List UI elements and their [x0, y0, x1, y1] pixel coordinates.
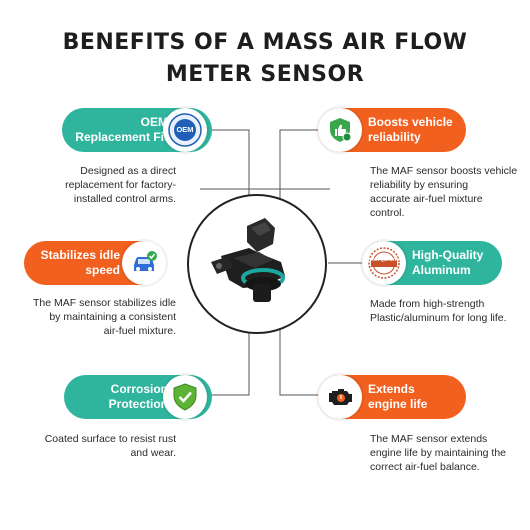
page-title-line2: METER SENSOR [165, 62, 365, 87]
high-quality-stamp-icon: HIGH QUALITY [362, 241, 406, 285]
page-title-line1: BENEFITS OF A MASS AIR FLOW [62, 30, 468, 55]
benefit-engine-label-line2: engine life [368, 397, 428, 411]
desc-line: The MAF sensor extends [370, 433, 488, 445]
benefit-idle-desc: The MAF sensor stabilizes idle by mainta… [20, 296, 176, 338]
desc-line: replacement for factory- [65, 179, 176, 191]
benefit-oem-label-line1: OEM [140, 115, 168, 129]
benefit-idle-label-line1: Stabilizes idle [40, 248, 120, 262]
desc-line: air-fuel mixture. [103, 325, 176, 337]
oem-badge-icon: OEM [163, 108, 207, 152]
benefit-reliability-label-line1: Boosts vehicle [368, 115, 453, 129]
desc-line: The MAF sensor boosts vehicle [370, 165, 518, 177]
shield-check-icon [163, 375, 207, 419]
benefit-corrosion-label-line1: Corrosion [110, 382, 168, 396]
oem-badge-text: OEM [176, 125, 194, 134]
desc-line: Plastic/aluminum for long life. [370, 312, 507, 324]
maf-sensor-image [211, 218, 285, 302]
benefit-corrosion-label-line2: Protection [108, 397, 168, 411]
benefit-engine-label-line1: Extends [368, 382, 415, 396]
desc-line: and wear. [130, 447, 176, 459]
desc-line: Coated surface to resist rust [44, 433, 176, 445]
benefit-engine-desc: The MAF sensor extends engine life by ma… [370, 432, 526, 474]
connector-reliability [279, 129, 324, 205]
benefit-aluminum-label-line2: Aluminum [412, 263, 471, 277]
desc-line: engine life by maintaining the [370, 447, 507, 459]
benefit-corrosion-desc: Coated surface to resist rust and wear. [20, 432, 176, 460]
desc-line: The MAF sensor stabilizes idle [33, 297, 176, 309]
benefit-aluminum-label-line1: High-Quality [412, 248, 484, 262]
benefit-idle-label-line2: speed [85, 263, 120, 277]
desc-line: installed control arms. [73, 193, 176, 205]
desc-line: by maintaining a consistent [49, 311, 176, 323]
quality-stamp-text: HIGH QUALITY [367, 257, 401, 262]
engine-icon [318, 375, 362, 419]
desc-line: correct air-fuel balance. [370, 461, 480, 473]
desc-line: Designed as a direct [80, 165, 176, 177]
connector-oem [211, 129, 250, 205]
benefit-reliability-label-line2: reliability [368, 130, 421, 144]
desc-line: Made from high-strength [370, 298, 485, 310]
desc-line: reliability by ensuring [370, 179, 469, 191]
desc-line: control. [370, 207, 405, 219]
thumbs-up-shield-icon [318, 108, 362, 152]
benefit-aluminum-desc: Made from high-strength Plastic/aluminum… [370, 297, 526, 325]
benefit-reliability-desc: The MAF sensor boosts vehicle reliabilit… [370, 164, 520, 220]
car-check-icon [122, 241, 166, 285]
benefit-oem-label-line2: Replacement Fit [75, 130, 168, 144]
connector-corrosion [211, 322, 250, 396]
desc-line: accurate air-fuel mixture [370, 193, 483, 205]
center-product-circle [187, 194, 327, 334]
connector-engine [279, 322, 324, 396]
benefit-oem-desc: Designed as a direct replacement for fac… [60, 164, 176, 206]
